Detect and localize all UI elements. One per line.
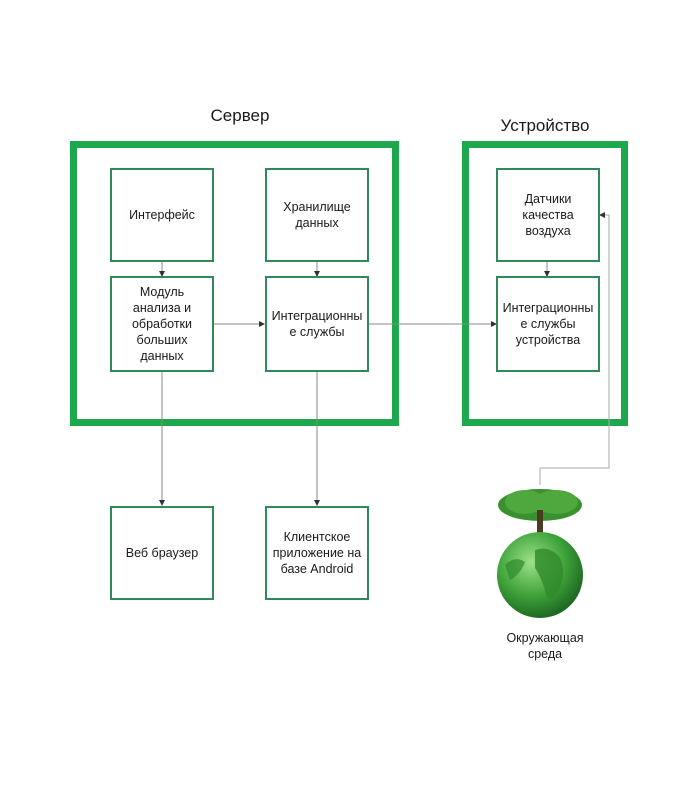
edge-environment-to-sensors [539, 212, 610, 485]
tree-on-globe-icon [497, 489, 583, 618]
server-group [70, 141, 399, 426]
node-integration: Интеграционны е службы [265, 276, 369, 372]
node-bigdata: Модуль анализа и обработки больших данны… [110, 276, 214, 372]
device-group [462, 141, 628, 426]
node-interface: Интерфейс [110, 168, 214, 262]
node-storage: Хранилище данных [265, 168, 369, 262]
environment-label: Окружающая среда [506, 631, 584, 661]
device-group-title: Устройство [500, 116, 590, 135]
node-android: Клиентское приложение на базе Android [265, 506, 369, 600]
node-sensors: Датчики качества воздуха [496, 168, 600, 262]
node-device-integration: Интеграционны е службы устройства [496, 276, 600, 372]
node-browser: Веб браузер [110, 506, 214, 600]
server-group-title: Сервер [210, 106, 270, 125]
